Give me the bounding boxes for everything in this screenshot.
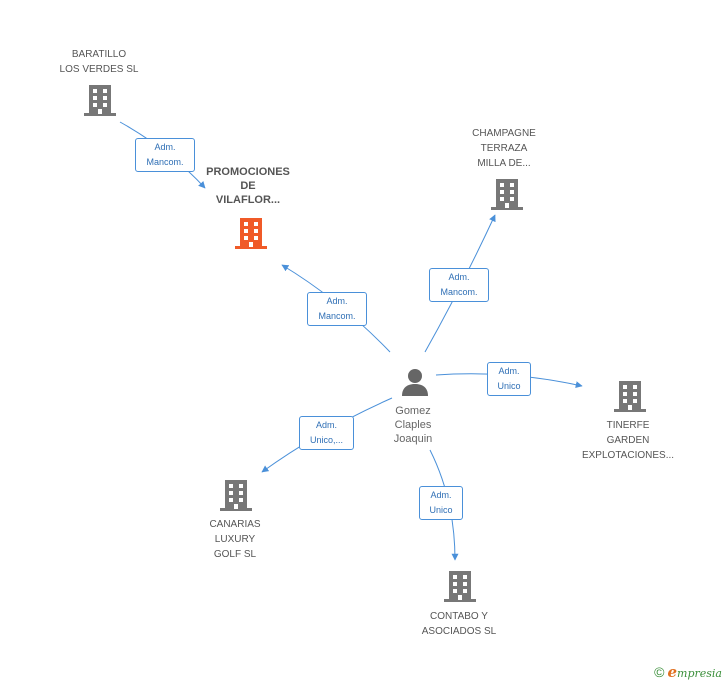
node-label-gomez[interactable]: Gomez Claples Joaquin	[393, 405, 433, 445]
node-label-contabo[interactable]: CONTABO Y ASOCIADOS SL	[421, 611, 497, 637]
node-label-canarias[interactable]: CANARIAS LUXURY GOLF SL	[209, 519, 261, 560]
node-label-promociones[interactable]: PROMOCIONES DE VILAFLOR...	[206, 166, 290, 206]
building-icon[interactable]	[84, 84, 116, 116]
focus-building-icon[interactable]	[235, 217, 267, 249]
node-label-champagne[interactable]: CHAMPAGNE TERRAZA MILLA DE...	[472, 128, 536, 169]
copyright-symbol: ©	[654, 664, 665, 680]
node-label-baratillo[interactable]: BARATILLO LOS VERDES SL	[59, 49, 139, 75]
person-icon[interactable]	[400, 367, 430, 397]
relation-label[interactable]: Adm. Unico	[419, 486, 463, 520]
node-label-tinerfe[interactable]: TINERFE GARDEN EXPLOTACIONES...	[581, 420, 675, 461]
relation-label[interactable]: Adm. Mancom.	[307, 292, 367, 326]
relation-label[interactable]: Adm. Unico	[487, 362, 531, 396]
empresia-watermark: © empresia	[654, 663, 722, 681]
relation-label[interactable]: Adm. Mancom.	[429, 268, 489, 302]
building-icon[interactable]	[491, 178, 523, 210]
empresia-logo: empresia	[667, 663, 722, 681]
relation-label[interactable]: Adm. Mancom.	[135, 138, 195, 172]
building-icon[interactable]	[614, 380, 646, 412]
building-icon[interactable]	[444, 570, 476, 602]
building-icon[interactable]	[220, 479, 252, 511]
relation-label[interactable]: Adm. Unico,...	[299, 416, 354, 450]
